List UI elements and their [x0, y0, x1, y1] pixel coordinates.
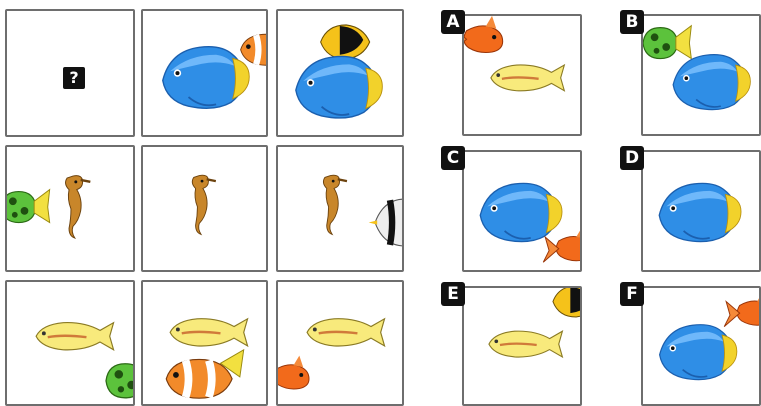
- option-label-c: C: [441, 146, 465, 170]
- blue-tang-fish: [163, 47, 249, 109]
- clownfish: [166, 359, 232, 398]
- blue-tang-fish: [296, 56, 383, 118]
- goldfish-partial: [724, 292, 759, 327]
- yellow-fish: [307, 319, 384, 346]
- clownfish-partial: [241, 34, 266, 65]
- yellow-fish: [170, 319, 247, 346]
- matrix-cell-r2c2[interactable]: [141, 145, 268, 272]
- goldfish-partial: [278, 356, 309, 391]
- option-f[interactable]: [641, 286, 761, 406]
- matrix-cell-r2c3[interactable]: [276, 145, 404, 272]
- yellow-fish: [36, 323, 113, 350]
- green-fish: [643, 26, 691, 59]
- option-label-d: D: [620, 146, 644, 170]
- seahorse: [192, 175, 216, 234]
- matrix-cell-r3c3[interactable]: [276, 280, 404, 406]
- green-fish-partial: [7, 190, 50, 223]
- matrix-cell-r3c2[interactable]: [141, 280, 268, 406]
- option-label-e: E: [441, 282, 465, 306]
- yellow-fish: [489, 331, 562, 357]
- moorish-idol-partial: [369, 199, 402, 246]
- butterflyfish-partial: [553, 288, 580, 317]
- option-label-a: A: [441, 10, 465, 34]
- seahorse: [323, 175, 347, 234]
- option-label-b: B: [620, 10, 644, 34]
- matrix-cell-r2c1[interactable]: [5, 145, 135, 272]
- blue-tang-fish: [659, 183, 741, 241]
- option-a[interactable]: [462, 14, 582, 136]
- yellow-fish: [491, 65, 564, 91]
- question-mark: ?: [63, 67, 85, 89]
- matrix-cell-r1c1[interactable]: ?: [5, 9, 135, 137]
- seahorse: [66, 176, 91, 238]
- matrix-cell-r1c2[interactable]: [141, 9, 268, 137]
- butterflyfish: [321, 25, 370, 59]
- blue-tang-fish: [660, 325, 737, 380]
- matrix-cell-r1c3[interactable]: [276, 9, 404, 137]
- option-e[interactable]: [462, 286, 582, 406]
- blue-tang-fish: [673, 55, 750, 110]
- goldfish: [464, 16, 503, 54]
- green-fish: [106, 362, 133, 398]
- option-label-f: F: [620, 282, 644, 306]
- matrix-cell-r3c1[interactable]: [5, 280, 135, 406]
- blue-tang-fish: [480, 183, 562, 241]
- option-b[interactable]: [641, 14, 761, 136]
- option-c[interactable]: [462, 150, 582, 272]
- option-d[interactable]: [641, 150, 761, 272]
